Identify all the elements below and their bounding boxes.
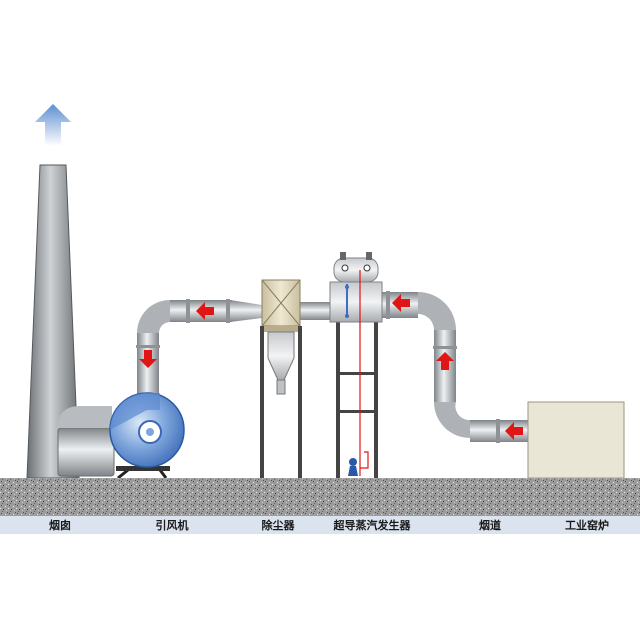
frame-leg-right xyxy=(374,322,378,478)
fan-pipe-elbow xyxy=(137,300,170,333)
frame-beam xyxy=(336,372,378,375)
industrial-kiln xyxy=(527,401,625,479)
steam-drum xyxy=(333,257,379,283)
feed-pump xyxy=(348,466,358,476)
exhaust-up-arrow xyxy=(35,104,71,146)
pipe-flange xyxy=(136,345,160,348)
ground xyxy=(0,478,640,516)
flow-arrow-left xyxy=(505,422,523,440)
label-flue: 烟道 xyxy=(479,518,501,532)
flue-elbow-top xyxy=(418,292,456,330)
level-gauge-top xyxy=(345,285,349,289)
label-bar xyxy=(0,516,640,534)
fan-hub-center xyxy=(146,428,154,436)
flue-elbow-bottom xyxy=(434,402,470,438)
dust-outlet xyxy=(276,379,286,395)
pipe-reducer-left xyxy=(230,300,262,322)
label-steam-generator: 超导蒸汽发生器 xyxy=(333,518,412,532)
gauge-left xyxy=(341,264,349,272)
dust-collector-band xyxy=(262,326,300,332)
pipe-flange xyxy=(496,419,500,443)
dust-hopper xyxy=(267,331,295,381)
label-fan: 引风机 xyxy=(156,518,189,532)
fan-duct-curve xyxy=(58,406,112,428)
feed-pipe-hook xyxy=(360,451,369,469)
steam-generator-body xyxy=(329,281,383,323)
drum-valve-right xyxy=(366,252,372,260)
gauge-right xyxy=(363,264,371,272)
flow-arrow-left xyxy=(196,302,214,320)
label-kiln: 工业窑炉 xyxy=(565,518,609,532)
feed-pump-head xyxy=(349,458,357,466)
drum-valve-left xyxy=(340,252,346,260)
flow-arrow-down xyxy=(139,350,157,368)
level-gauge-bottom xyxy=(345,314,349,318)
pipe-flange xyxy=(186,299,190,323)
label-dust-collector: 除尘器 xyxy=(262,518,296,532)
pipe-flange xyxy=(386,291,390,319)
dust-collector-cross xyxy=(261,279,301,327)
label-chimney: 烟囱 xyxy=(49,518,71,532)
fan-stand xyxy=(117,468,168,480)
flow-arrow-left xyxy=(392,294,410,312)
dust-leg-left xyxy=(260,326,264,478)
fan-volute xyxy=(110,393,160,430)
frame-beam xyxy=(336,410,378,413)
pipe-flange xyxy=(226,299,230,323)
dust-leg-right xyxy=(298,326,302,478)
pipe-dust-to-generator xyxy=(300,302,332,320)
flow-arrow-up xyxy=(436,352,454,370)
pipe-flange xyxy=(433,346,457,349)
fan-inlet-duct xyxy=(57,427,115,477)
frame-leg-left xyxy=(336,322,340,478)
fan-base xyxy=(116,466,170,471)
